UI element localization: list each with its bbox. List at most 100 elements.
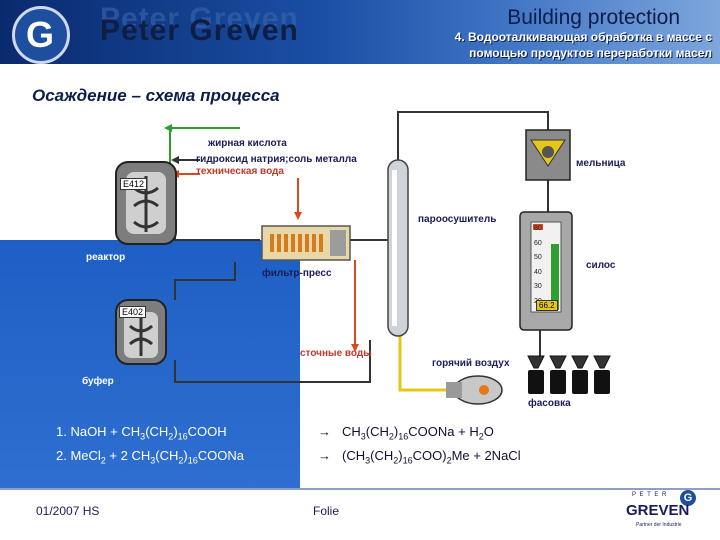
equation-1-right: CH3(CH2)16COONa + H2O	[342, 424, 494, 442]
eq1-left-sub1: 3	[140, 431, 146, 442]
label-tech-water: техническая вода	[196, 166, 284, 177]
eq2-right-sub1: 3	[365, 455, 371, 466]
eq2-left-sub3: 2	[178, 455, 184, 466]
eq1-right-a: CH	[342, 424, 361, 439]
silo-scale-60: 60	[534, 239, 542, 247]
reactor-tag: E412	[120, 178, 148, 190]
buffer-to-dryer-pipe	[174, 340, 371, 383]
subtitle-shadow-line2: помощью продуктов переработки масел	[470, 47, 713, 61]
eq1-right-sub4: 2	[478, 431, 484, 442]
silo-scale-30: 30	[534, 283, 542, 290]
eq2-left-c: (CH	[155, 448, 179, 463]
buffer-tag: E402	[119, 306, 147, 318]
label-packing: фасовка	[528, 398, 571, 409]
fatty-acid-arrow-icon	[164, 124, 172, 132]
buffer-agitator-icon	[128, 314, 154, 356]
footer-logo-small: P E T E R	[632, 492, 668, 498]
subtitle-line2: помощью продуктов переработки масел	[469, 46, 712, 60]
eq2-right-d: Me + 2NaCl	[451, 448, 521, 463]
footer-logo-tag: Partner der Industrie	[636, 522, 682, 528]
eq2-left-b: + 2 CH	[105, 448, 151, 463]
water-drop-arrow-icon	[294, 212, 302, 220]
filter-to-buffer-pipe	[174, 262, 236, 300]
label-hot-air: горячий воздух	[432, 358, 510, 369]
waste-water-arrow-icon	[351, 344, 359, 352]
packing-bags-icon	[528, 370, 610, 394]
subtitle-shadow-line1: 4. Водооталкивающая обработка в массе с	[455, 31, 713, 45]
label-filter-press: фильтр-пресс	[262, 268, 332, 279]
logo-g-icon: G	[26, 14, 55, 55]
footer-logo-main: GREVEN	[626, 502, 690, 519]
label-steam-dryer: пароосушитель	[418, 214, 497, 225]
eq2-left-sub4: 16	[187, 455, 198, 466]
eq2-right-a: (CH	[342, 448, 366, 463]
eq2-right-sub2: 2	[393, 455, 399, 466]
label-fatty-acid: жирная кислота	[208, 138, 287, 149]
filter-press-plates-icon	[270, 234, 323, 252]
steam-dryer-highlight	[392, 170, 397, 326]
hot-air-blower-inlet	[446, 382, 462, 398]
eq1-right-end: COONa + H	[408, 424, 479, 439]
silo-scale-40: 40	[534, 268, 542, 276]
label-waste-water: сточные воды	[300, 348, 372, 359]
equation-2-right: (CH3(CH2)16COO)2Me + 2NaCl	[342, 448, 521, 466]
footer-folie: Folie	[313, 504, 340, 518]
eq2-right-b: (CH	[370, 448, 394, 463]
eq1-left-end: COOH	[187, 424, 227, 439]
eq2-left-sub2: 3	[150, 455, 156, 466]
eq2-left-sub1: 2	[100, 455, 106, 466]
silo-reading: 66.2	[536, 300, 558, 311]
brand-shadow: Peter Greven	[100, 2, 299, 35]
equation-1-left: 1. NaOH + CH3(CH2)16COOH	[56, 424, 227, 442]
packing-funnels-icon	[527, 355, 611, 369]
mill-rotor-icon	[542, 146, 554, 158]
dryer-to-mill-pipe	[397, 111, 549, 160]
hot-air-pipe	[398, 330, 455, 392]
eq2-right-sub4: 2	[446, 455, 452, 466]
page-title: Осаждение – схема процесса	[32, 86, 280, 105]
eq2-right-sub3: 16	[402, 455, 413, 466]
eq2-left-d: COONa	[197, 448, 244, 463]
subtitle-line1: 4. Водооталкивающая обработка в массе с	[454, 30, 712, 44]
eq1-left-a: 1. NaOH + CH	[56, 424, 141, 439]
label-mill: мельница	[576, 158, 626, 169]
eq1-right-mid: (CH	[365, 424, 389, 439]
silo-scale-80: 80	[534, 225, 542, 232]
reactor-to-filter-pipe	[174, 218, 260, 241]
label-buffer: буфер	[82, 376, 114, 387]
eq1-right-sub1: 3	[360, 431, 366, 442]
label-reactor: реактор	[86, 252, 126, 263]
company-logo-circle	[12, 6, 70, 64]
eq1-right-sub3: 16	[398, 431, 409, 442]
eq1-left-sub3: 16	[177, 431, 188, 442]
equation-2-arrow: →	[318, 448, 331, 463]
hot-air-heater-icon	[479, 385, 489, 395]
silo-scale: 80 60 50 40 30 20	[534, 222, 542, 309]
eq1-right-tail: O	[483, 424, 494, 439]
naoh-arrow-icon	[171, 156, 179, 164]
eq1-left-sub2: 2	[168, 431, 174, 442]
eq2-right-c: COO)	[412, 448, 447, 463]
label-silo: силос	[586, 260, 616, 271]
slide-subtitle: 4. Водооталкивающая обработка в массе с …	[392, 29, 712, 61]
header-banner	[0, 0, 720, 64]
brand-name: Peter Greven	[100, 14, 299, 47]
section-title: Building protection	[507, 6, 680, 29]
equation-1-arrow: →	[318, 424, 331, 439]
footer-divider	[0, 488, 720, 490]
footer-logo-g-icon: G	[680, 490, 696, 506]
equation-2-left: 2. MeCl2 + 2 CH3(CH2)16COONa	[56, 448, 244, 466]
steam-dryer-column	[387, 159, 409, 337]
footer-logo: G P E T E R GREVEN Partner der Industrie	[622, 484, 706, 532]
label-naoh-salt: гидроксид натрия;соль металла	[196, 154, 357, 165]
subtitle-shadow: 4. Водооталкивающая обработка в массе с …	[393, 30, 713, 62]
silo-level-top	[533, 224, 543, 230]
silo-level-fill	[551, 244, 559, 310]
eq1-right-sub2: 2	[388, 431, 394, 442]
footer-date: 01/2007 HS	[36, 504, 100, 518]
filter-press-frame	[330, 230, 346, 256]
eq2-left-a: 2. MeCl	[56, 448, 101, 463]
silo-scale-50: 50	[534, 254, 542, 261]
eq1-left-mid: (CH	[145, 424, 169, 439]
